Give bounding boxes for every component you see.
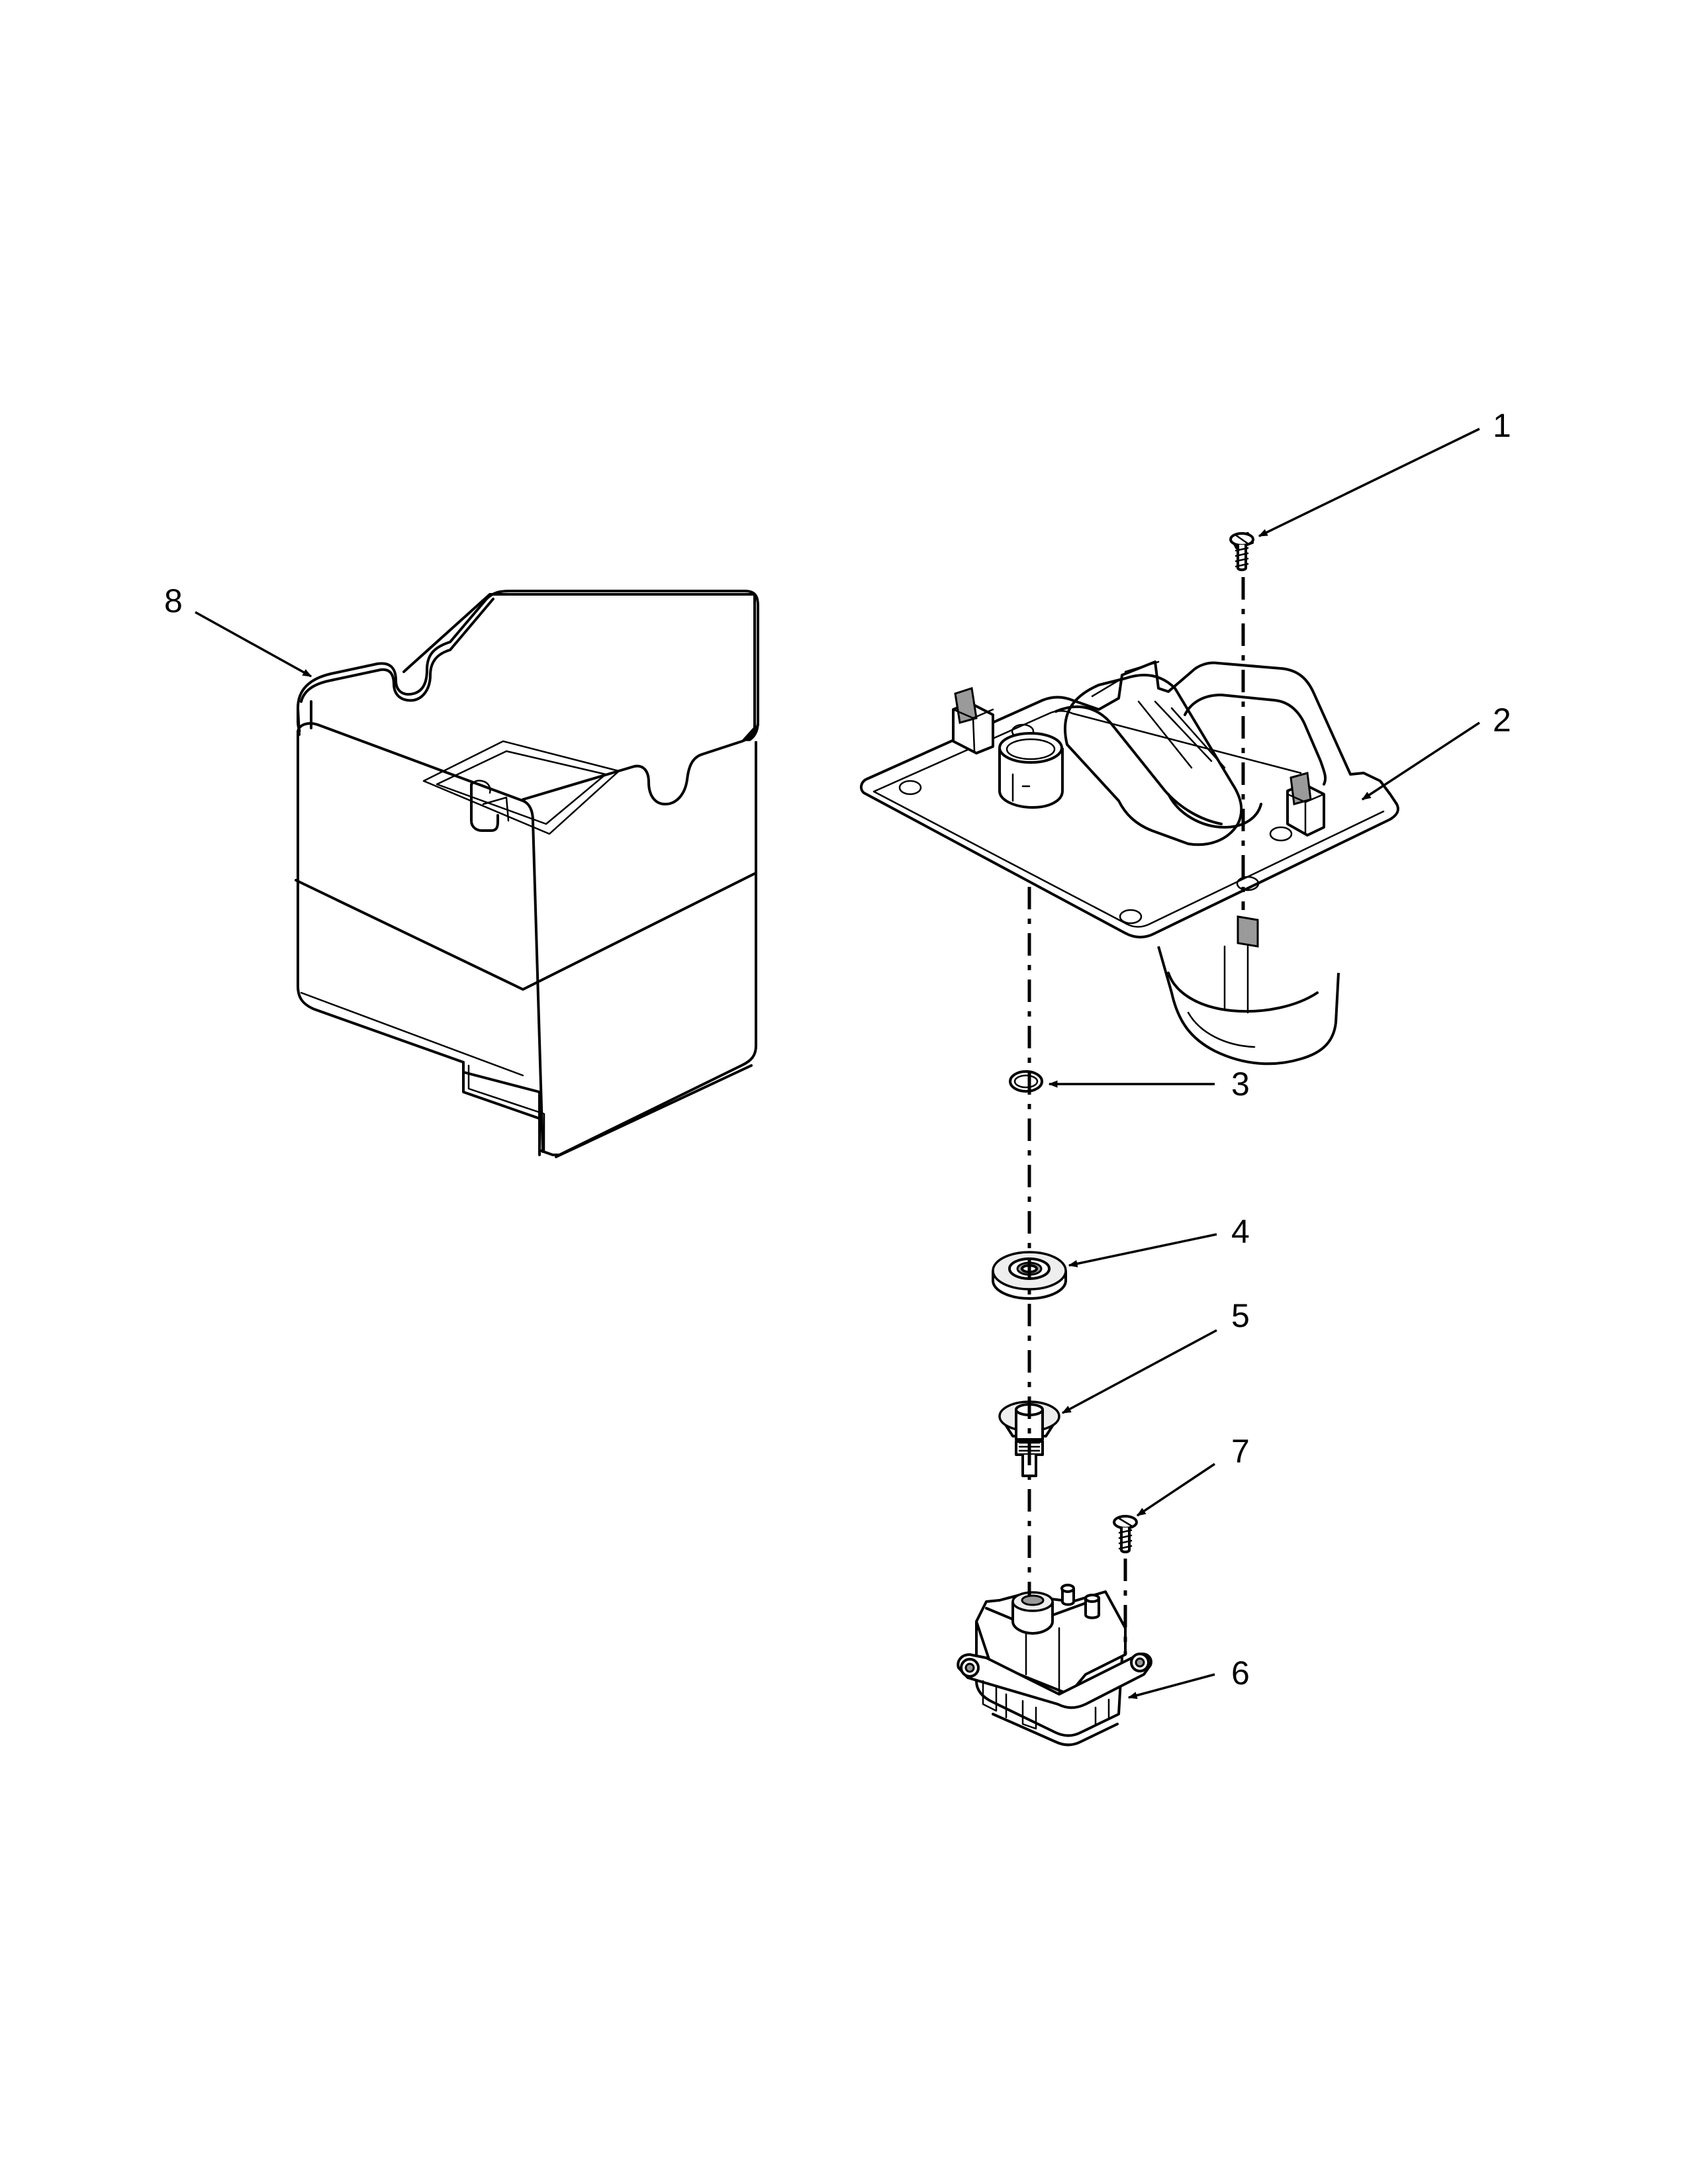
callout-7: 7 xyxy=(1231,1433,1250,1470)
callout-8: 8 xyxy=(164,582,183,619)
callout-1: 1 xyxy=(1493,407,1511,444)
leader-2 xyxy=(1361,721,1480,801)
callout-5: 5 xyxy=(1231,1297,1250,1334)
leader-7 xyxy=(1136,1463,1215,1517)
part-3-o-ring xyxy=(1009,1070,1043,1093)
callout-leaders xyxy=(195,428,1480,1700)
leader-4 xyxy=(1068,1233,1217,1267)
assembly-centerlines xyxy=(1027,577,1245,1655)
callout-4: 4 xyxy=(1231,1213,1250,1250)
part-7-screw xyxy=(1113,1515,1138,1553)
part-1-screw xyxy=(1229,532,1254,571)
callout-6: 6 xyxy=(1231,1655,1250,1692)
leader-1 xyxy=(1258,428,1480,537)
callout-3: 3 xyxy=(1231,1066,1250,1103)
part-6-auger-motor xyxy=(957,1584,1152,1747)
leader-5 xyxy=(1061,1329,1217,1414)
leader-6 xyxy=(1127,1673,1215,1700)
callout-2: 2 xyxy=(1493,702,1511,739)
callout-numbers: 1 2 3 4 5 6 7 8 xyxy=(164,407,1511,1692)
part-8-ice-bucket xyxy=(295,590,759,1158)
leader-8 xyxy=(195,611,312,678)
part-2-auger-housing xyxy=(859,660,1399,1066)
